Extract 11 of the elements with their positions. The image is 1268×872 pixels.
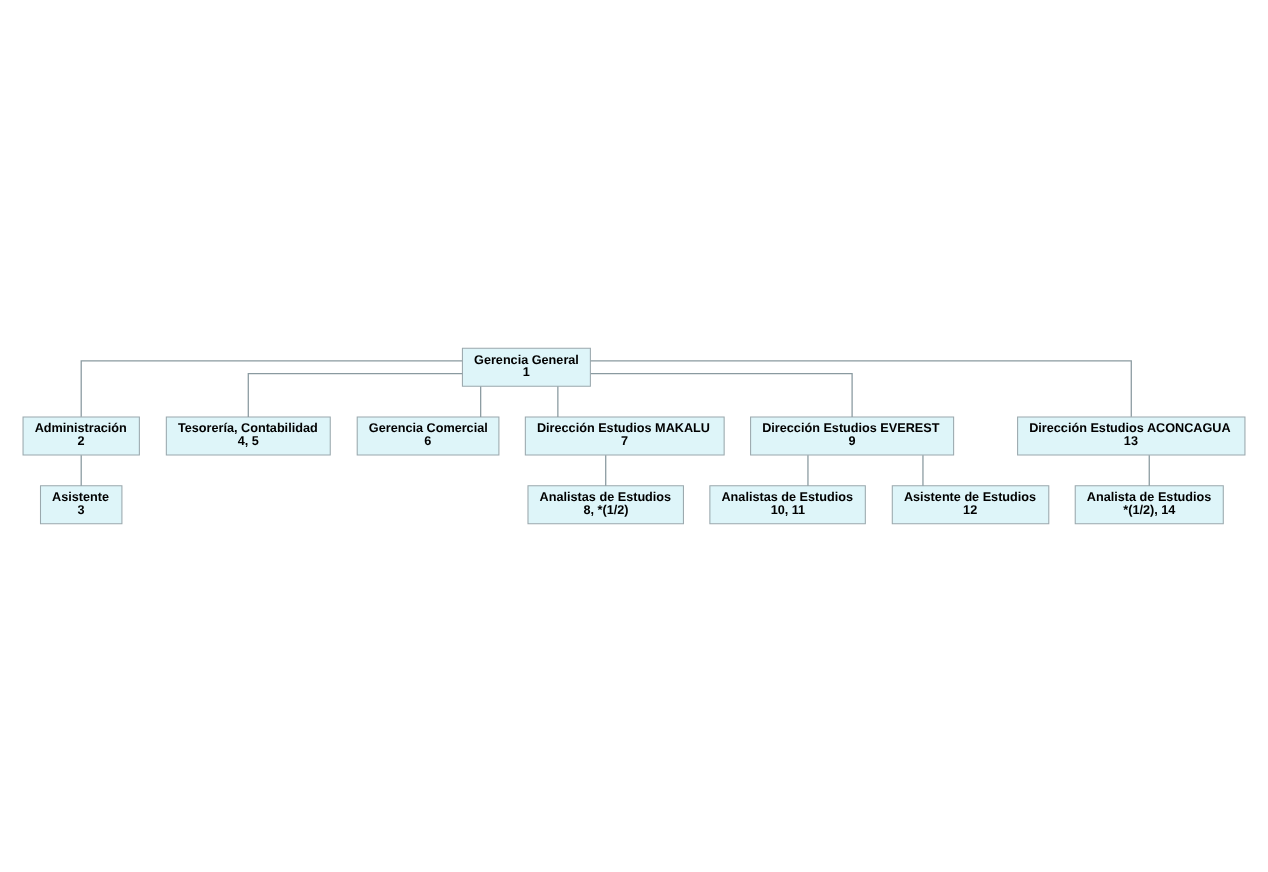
connector [80,360,463,418]
connector [922,454,924,487]
connector [589,360,1132,418]
connector [590,372,853,418]
connector [1148,454,1150,487]
connector [807,454,809,487]
connector [247,372,463,418]
connector [80,454,82,487]
connector [605,454,607,487]
connector [480,385,482,418]
connector [557,385,559,418]
